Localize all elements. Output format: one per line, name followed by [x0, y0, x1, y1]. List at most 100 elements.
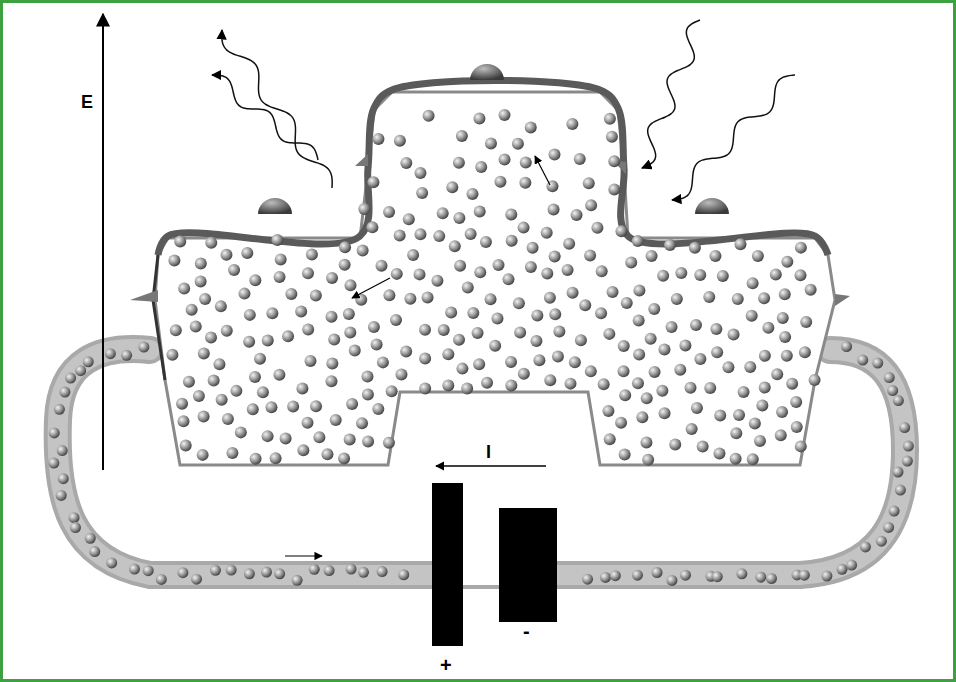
electron	[632, 570, 643, 581]
electron	[466, 188, 478, 200]
electron	[821, 571, 832, 582]
electron	[69, 512, 80, 523]
electron	[453, 157, 465, 169]
electron	[431, 275, 443, 287]
electron	[262, 334, 274, 346]
electron	[872, 358, 883, 369]
electron	[357, 245, 369, 257]
electron	[530, 335, 542, 347]
electron	[383, 437, 395, 449]
electron	[674, 364, 686, 376]
electron	[756, 399, 768, 411]
electron	[473, 113, 485, 125]
electron	[170, 324, 182, 336]
electron	[717, 270, 729, 282]
electron	[257, 386, 269, 398]
electron	[625, 257, 637, 269]
electron	[841, 341, 852, 352]
electron	[83, 356, 94, 367]
electron	[474, 266, 486, 278]
electron	[361, 371, 373, 383]
electron	[377, 356, 389, 368]
electron	[632, 377, 644, 389]
electron	[505, 208, 517, 220]
electron	[383, 206, 395, 218]
electron	[138, 342, 149, 353]
electron	[247, 403, 259, 415]
electron	[210, 565, 221, 576]
electron	[176, 398, 188, 410]
terminal-sign: -	[523, 621, 530, 641]
electron	[394, 230, 406, 242]
electron	[608, 183, 620, 195]
electron	[666, 575, 677, 586]
electron	[266, 307, 278, 319]
electron	[186, 304, 198, 316]
electron	[456, 363, 468, 375]
electron	[280, 432, 292, 444]
electron	[489, 340, 501, 352]
electron	[657, 270, 669, 282]
electron	[857, 355, 868, 366]
electron	[58, 473, 69, 484]
electron	[474, 206, 486, 218]
electron	[697, 441, 709, 453]
electron	[636, 411, 648, 423]
electron	[221, 325, 233, 337]
electron	[776, 406, 788, 418]
electron	[419, 353, 431, 365]
electron	[591, 222, 603, 234]
electron	[56, 490, 67, 501]
electron	[649, 366, 661, 378]
electron	[902, 456, 913, 467]
electron	[156, 574, 167, 585]
electron	[461, 382, 473, 394]
electron	[680, 570, 691, 581]
electron	[752, 250, 764, 262]
electron	[758, 292, 770, 304]
electron	[295, 305, 307, 317]
electron	[105, 348, 116, 359]
electron	[786, 378, 798, 390]
electron	[473, 358, 485, 370]
electron	[254, 353, 266, 365]
electron	[198, 347, 210, 359]
electron	[513, 297, 525, 309]
electron	[565, 378, 577, 390]
electron	[747, 277, 759, 289]
electron	[596, 265, 608, 277]
electron	[54, 404, 65, 415]
electron	[475, 161, 487, 173]
electron	[714, 410, 726, 422]
electron	[781, 350, 793, 362]
electron	[805, 284, 817, 296]
electron	[704, 382, 716, 394]
electron	[566, 118, 578, 130]
energy-axis	[102, 14, 104, 470]
electron	[339, 259, 351, 271]
electron	[846, 560, 857, 571]
electron	[621, 297, 633, 309]
electron	[442, 348, 454, 360]
electron	[249, 274, 261, 286]
electron	[619, 389, 631, 401]
electron	[324, 565, 335, 576]
electron	[313, 431, 325, 443]
photon-arrow	[222, 30, 332, 188]
electron	[652, 567, 663, 578]
electron	[519, 177, 531, 189]
electron	[49, 427, 60, 438]
contact-dome	[470, 64, 504, 80]
electron	[563, 238, 575, 250]
electron	[446, 181, 458, 193]
electron	[603, 328, 615, 340]
electron	[633, 349, 645, 361]
electron	[472, 327, 484, 339]
electron	[779, 288, 791, 300]
electron	[376, 260, 388, 272]
electron	[344, 326, 356, 338]
electron	[736, 568, 747, 579]
electron	[366, 221, 378, 233]
electron	[177, 567, 188, 578]
